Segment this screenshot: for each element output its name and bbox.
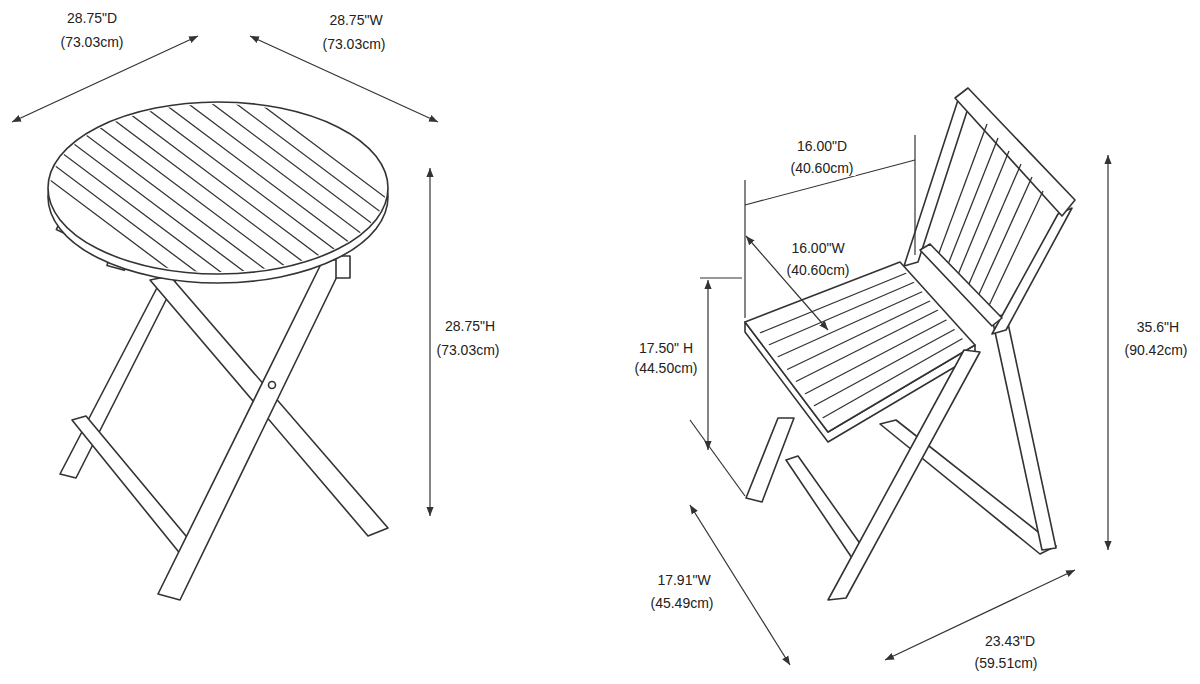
dimension-lines — [12, 36, 438, 516]
dimension-line — [250, 36, 438, 122]
dimension-label: 23.43"D — [983, 633, 1037, 649]
dimension-label: (59.51cm) — [972, 655, 1039, 671]
table-leg — [60, 280, 176, 478]
chair-top-rail — [955, 88, 1075, 216]
dimension-line — [707, 280, 708, 450]
chair-back-slats — [936, 124, 1043, 314]
chair-crossbar — [786, 456, 866, 558]
dimension-label: (44.50cm) — [632, 360, 699, 376]
dimension-label: 16.00"W — [789, 240, 846, 256]
chair-leg — [828, 350, 980, 600]
dimension-label: 35.6"H — [1135, 319, 1181, 335]
extension-line — [914, 135, 915, 255]
dimension-label: (73.03cm) — [320, 36, 387, 52]
dimension-line — [1107, 155, 1108, 550]
dimension-label: 16.00"D — [795, 138, 849, 154]
chair-back-post — [904, 96, 972, 266]
table-crossbar — [72, 416, 196, 556]
chair-back-post — [992, 208, 1072, 334]
extension-line — [700, 277, 742, 278]
dimension-label: 17.91"W — [655, 572, 712, 588]
table-top — [48, 102, 388, 274]
dimension-label: 28.75"H — [443, 318, 497, 334]
table-slats — [0, 0, 522, 300]
dimension-label: (73.03cm) — [58, 34, 125, 50]
dimension-label: (90.42cm) — [1122, 342, 1189, 358]
dimension-lines — [690, 135, 1108, 665]
seat-slats — [755, 272, 967, 420]
dimension-label: 28.75"D — [65, 10, 119, 26]
dimension-label: (40.60cm) — [784, 262, 851, 278]
pivot-bolt — [269, 382, 276, 389]
dimension-label: (73.03cm) — [434, 342, 501, 358]
dimension-line — [745, 160, 915, 205]
dimension-label: 17.50" H — [637, 340, 695, 356]
chair-leg — [992, 314, 1056, 550]
extension-line — [690, 420, 745, 496]
chair-drawing — [745, 88, 1075, 600]
table-leg — [158, 258, 346, 600]
dimension-label: (40.60cm) — [788, 160, 855, 176]
dimension-line — [429, 168, 430, 516]
table-cleat — [336, 256, 350, 278]
dimension-line — [885, 570, 1075, 660]
extension-line — [744, 180, 745, 318]
dimension-label: (45.49cm) — [648, 595, 715, 611]
table-drawing — [0, 0, 522, 600]
dimension-label: 28.75"W — [327, 12, 384, 28]
